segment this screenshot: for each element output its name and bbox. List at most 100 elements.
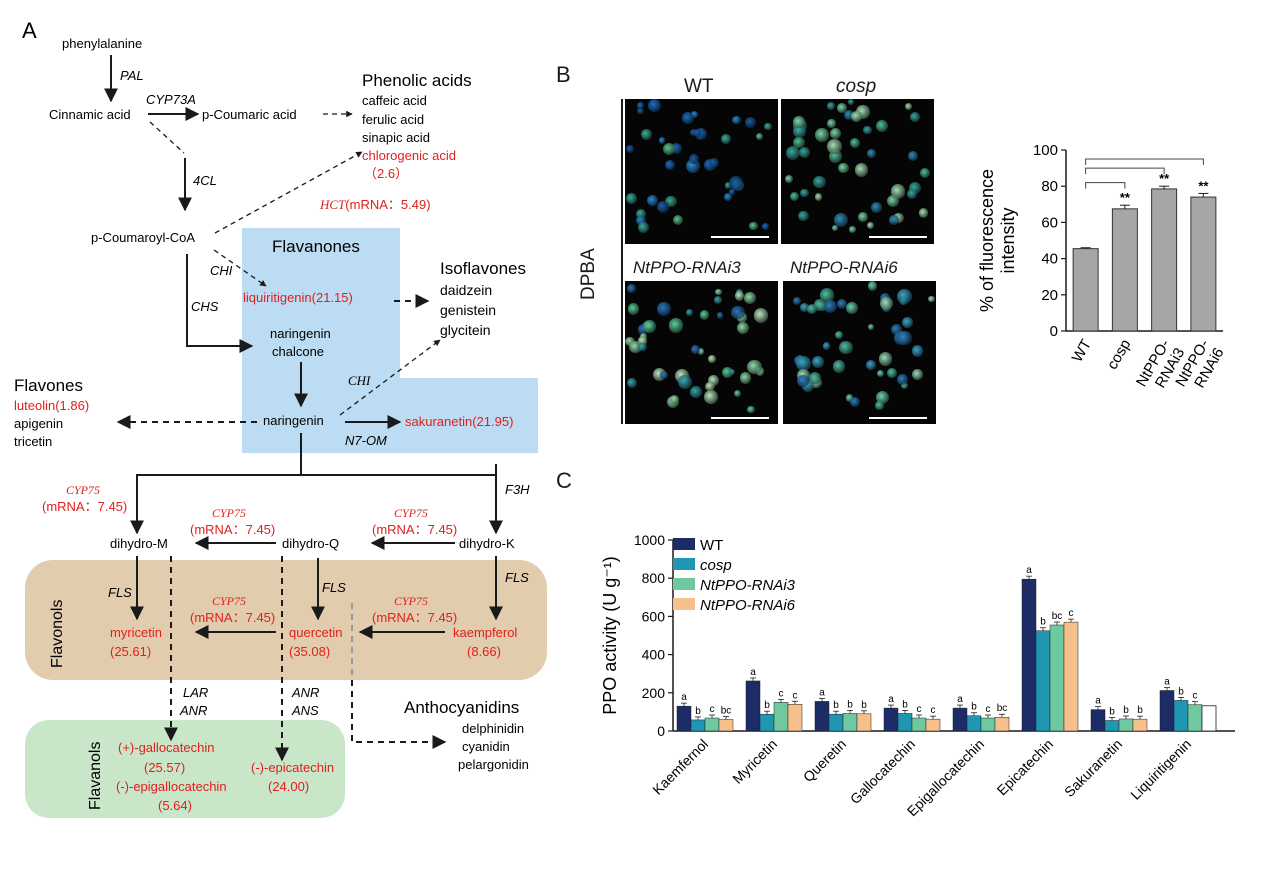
enzyme-cyp75: CYP75 <box>212 506 246 520</box>
phenolic-item: sinapic acid <box>362 130 430 145</box>
cell <box>863 126 872 135</box>
cell <box>691 345 701 354</box>
cell <box>813 175 826 189</box>
cell <box>686 309 694 317</box>
cell <box>678 375 693 390</box>
cell <box>785 145 801 161</box>
cell <box>728 176 743 191</box>
cell <box>708 375 719 386</box>
cell <box>646 194 658 206</box>
y-axis-label: PPO activity (U g⁻¹) <box>600 556 620 715</box>
cell <box>689 153 700 164</box>
cell <box>849 396 861 407</box>
bar <box>1159 690 1175 732</box>
cell <box>673 215 684 226</box>
cell <box>627 303 640 315</box>
bar <box>1151 188 1178 332</box>
comparison-bracket <box>1085 167 1165 175</box>
cell <box>708 355 716 363</box>
cell <box>731 305 745 320</box>
legend-label: cosp <box>700 557 732 574</box>
image-divider <box>621 99 623 424</box>
cell <box>814 193 823 201</box>
significance-letter: a <box>681 692 687 703</box>
cell <box>734 291 745 302</box>
significance-letter: b <box>1137 705 1143 716</box>
cell <box>909 112 920 123</box>
cell <box>705 381 715 392</box>
cell <box>664 159 676 171</box>
cell <box>737 322 750 335</box>
cell <box>747 359 762 375</box>
phenolic-item: caffeic acid <box>362 93 427 108</box>
enzyme-f3h: F3H <box>505 482 530 497</box>
micrograph-cosp <box>781 99 934 244</box>
flavone-item: tricetin <box>14 434 52 449</box>
significance-letter: b <box>1040 617 1046 628</box>
cell <box>911 368 923 380</box>
y-tick-label: 600 <box>642 608 666 624</box>
bar <box>773 702 789 732</box>
cell <box>834 213 849 228</box>
y-tick-label: 0 <box>1050 323 1058 340</box>
significance-letter: a <box>1164 677 1170 688</box>
enzyme-cyp75-value: (mRNA：7.45) <box>372 522 457 537</box>
cell <box>897 331 912 346</box>
bar <box>814 701 830 732</box>
scale-bar <box>869 236 927 238</box>
node-myricetin: myricetin <box>110 625 162 640</box>
cell <box>637 107 644 115</box>
flavanones-box-ext <box>400 378 538 453</box>
cell <box>876 370 884 378</box>
cell <box>907 150 918 162</box>
cell <box>858 212 869 223</box>
node-kaempferol: kaempferol <box>453 625 517 640</box>
bar <box>1111 208 1138 332</box>
cell <box>878 352 893 366</box>
cell <box>849 226 856 233</box>
flavanones-title: Flavanones <box>272 237 360 256</box>
enzyme-cyp75-value: (mRNA：7.45) <box>190 522 275 537</box>
significance-letter: bc <box>997 703 1008 714</box>
cell <box>800 188 809 198</box>
significance-letter: a <box>819 687 825 698</box>
pathway-arrows <box>104 55 503 639</box>
cell <box>815 128 830 143</box>
x-tick-label: cosp <box>1104 337 1135 373</box>
significance-letter: c <box>779 688 784 699</box>
bar <box>1072 248 1099 332</box>
cell <box>908 182 921 195</box>
isoflavone-item: glycitein <box>440 322 491 338</box>
cell <box>636 208 647 219</box>
cell <box>796 356 812 372</box>
cell <box>827 119 836 128</box>
cell <box>845 301 858 314</box>
cell <box>761 222 770 231</box>
cell <box>875 391 889 405</box>
significance-letter: b <box>847 699 853 710</box>
enzyme-cyp75: CYP75 <box>394 506 428 520</box>
cell <box>827 139 842 155</box>
significance-letter: a <box>1095 696 1101 707</box>
cell <box>850 110 862 122</box>
cell <box>889 215 899 225</box>
cell <box>690 386 702 398</box>
node-cinnamic-acid: Cinnamic acid <box>49 107 131 122</box>
bar <box>787 704 803 732</box>
cell <box>669 394 680 405</box>
significance-mark: ** <box>1120 190 1131 205</box>
x-tick-label-line: cosp <box>1104 337 1135 373</box>
x-tick-label: Gallocatechin <box>847 736 918 807</box>
cell <box>793 124 807 138</box>
micrograph-wt <box>625 99 778 244</box>
bar <box>911 717 927 732</box>
cell <box>920 168 931 179</box>
significance-letter: a <box>957 694 963 705</box>
x-tick-label: Liquiritigenin <box>1127 736 1194 803</box>
y-tick-label: 100 <box>1033 142 1058 159</box>
node-luteolin: luteolin(1.86) <box>14 398 89 413</box>
significance-letter: a <box>750 667 756 678</box>
cell <box>657 201 670 214</box>
cell <box>682 112 694 125</box>
bar <box>1021 578 1037 732</box>
